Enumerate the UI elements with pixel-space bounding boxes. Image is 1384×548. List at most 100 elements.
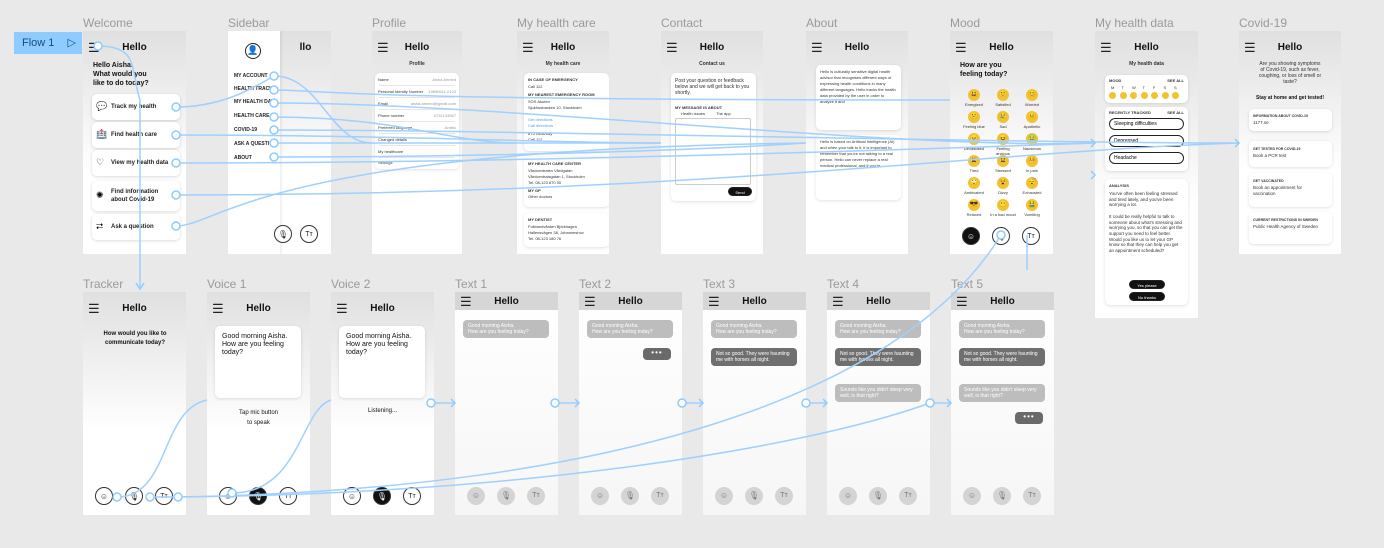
mood-emoji[interactable]: 😐 [1026, 111, 1038, 123]
mood-emoji[interactable]: 😠 [968, 133, 980, 145]
mood-label: Apathetic [1023, 124, 1041, 129]
hamburger-menu-icon[interactable]: ☰ [522, 40, 534, 55]
text-size-icon[interactable]: Tт [1023, 487, 1041, 505]
mic-icon[interactable]: 🎙 [992, 227, 1010, 245]
day-mood-emoji[interactable] [1130, 92, 1137, 99]
sidebar-item-covid[interactable]: COVID-19 [234, 127, 258, 133]
mic-icon[interactable]: 🎙 [993, 487, 1011, 505]
mic-icon[interactable]: 🎙 [274, 225, 292, 243]
smile-icon[interactable]: ☺ [95, 487, 113, 505]
mood-emoji[interactable]: 😎 [968, 199, 980, 211]
profile-row-label[interactable]: My healthcare [378, 149, 404, 154]
text-size-icon[interactable]: Tт [279, 487, 297, 505]
user-avatar-icon[interactable]: 👤 [245, 43, 261, 59]
tracked-item[interactable]: Sleeping difficulties [1109, 118, 1184, 130]
flow-start-tag[interactable]: Flow 1 ▷ [14, 32, 82, 54]
mood-emoji[interactable]: 😶 [997, 199, 1009, 211]
mic-icon[interactable]: 🎙 [745, 487, 763, 505]
smile-icon[interactable]: ☺ [963, 487, 981, 505]
text-size-icon[interactable]: Tт [775, 487, 793, 505]
find-health-care-button[interactable]: 🏥Find health care [92, 122, 180, 148]
sidebar-item-ask[interactable]: ASK A QUESTIO [234, 141, 274, 147]
profile-row-value: 0732134567 [433, 113, 456, 118]
day-mood-emoji[interactable] [1109, 92, 1116, 99]
option-health-issues[interactable]: Health issues [681, 111, 706, 116]
sidebar-item-my-account[interactable]: MY ACCOUNT [234, 73, 268, 79]
day-mood-emoji[interactable] [1172, 92, 1179, 99]
sidebar-item-health-data[interactable]: MY HEALTH DAT [234, 99, 274, 105]
mood-emoji[interactable]: 😢 [997, 111, 1009, 123]
mood-emoji[interactable]: 😵 [997, 177, 1009, 189]
text-size-icon[interactable]: Tт [300, 225, 318, 243]
mic-icon[interactable]: 🎙 [373, 487, 391, 505]
sidebar-item-about[interactable]: ABOUT [234, 155, 252, 161]
covid-info-button[interactable]: ✺Find information about Covid-19 [92, 181, 180, 211]
smile-icon[interactable]: ☺ [343, 487, 361, 505]
mood-emoji[interactable]: 😃 [968, 89, 980, 101]
mood-emoji[interactable]: 🙄 [968, 177, 980, 189]
smile-icon[interactable]: ☺ [839, 487, 857, 505]
covid-restrictions-card[interactable]: CURRENT RESTRICTIONS IN SWEDEN Public He… [1249, 212, 1332, 244]
view-health-data-button[interactable]: ♡View my health data [92, 150, 180, 176]
mood-emoji[interactable]: 😕 [968, 111, 980, 123]
frame-label-tracker: Tracker [83, 277, 124, 291]
hamburger-menu-icon[interactable]: ☰ [666, 40, 678, 55]
mic-icon[interactable]: 🎙 [249, 487, 267, 505]
profile-row-label: Email [378, 101, 389, 106]
yes-please-button[interactable]: Yes please [1129, 280, 1165, 289]
text-size-icon[interactable]: Tт [1022, 227, 1040, 245]
mood-emoji[interactable]: 😊 [1026, 89, 1038, 101]
mood-emoji[interactable]: 🤒 [1026, 155, 1038, 167]
see-all-link[interactable]: SEE ALL [1167, 78, 1184, 83]
hamburger-menu-icon[interactable]: ☰ [955, 40, 967, 55]
tracked-item[interactable]: Depressed [1109, 135, 1184, 147]
message-textarea[interactable] [675, 118, 751, 185]
send-button[interactable]: Send [728, 187, 752, 196]
chat-question-icon: ⮂ [96, 221, 104, 231]
hamburger-menu-icon[interactable]: ☰ [1100, 40, 1112, 55]
mood-emoji[interactable]: 😩 [968, 155, 980, 167]
mood-emoji[interactable]: 😫 [997, 155, 1009, 167]
text-size-icon[interactable]: Tт [155, 487, 173, 505]
covid-info-card[interactable]: INFORMATION ABOUT COVID-19 1177.se [1249, 109, 1332, 131]
see-all-link[interactable]: SEE ALL [1167, 110, 1184, 115]
mood-emoji[interactable]: 🤮 [1026, 199, 1038, 211]
day-mood-emoji[interactable] [1119, 92, 1127, 99]
mood-emoji[interactable]: 🤢 [1026, 133, 1038, 145]
sidebar-item-health-track[interactable]: HEALTH TRACK [234, 86, 273, 92]
sidebar-item-health-care[interactable]: HEALTH CARE [234, 113, 270, 119]
smile-icon[interactable]: ☺ [962, 227, 980, 245]
no-thanks-button[interactable]: No thanks [1129, 292, 1165, 301]
hamburger-menu-icon[interactable]: ☰ [88, 301, 100, 316]
day-mood-emoji[interactable] [1140, 92, 1148, 99]
mood-emoji[interactable]: 😴 [1026, 177, 1038, 189]
smile-icon[interactable]: ☺ [591, 487, 609, 505]
covid-vaccine-card[interactable]: GET VACCINATED Book an appointment for v… [1249, 173, 1332, 207]
text-size-icon[interactable]: Tт [527, 487, 545, 505]
recent-label: RECENTLY TRACKED [1109, 110, 1151, 115]
smile-icon[interactable]: ☺ [715, 487, 733, 505]
covid-test-card[interactable]: GET TESTED FOR COVID-19 Book a PCR test [1249, 141, 1332, 167]
text-size-icon[interactable]: Tт [651, 487, 669, 505]
smile-icon[interactable]: ☺ [467, 487, 485, 505]
profile-row-label[interactable]: Changed details [378, 137, 407, 142]
mic-icon[interactable]: 🎙 [621, 487, 639, 505]
smile-icon[interactable]: ☺ [219, 487, 237, 505]
ask-question-button[interactable]: ⮂Ask a question [92, 214, 180, 240]
mic-icon[interactable]: 🎙 [125, 487, 143, 505]
hamburger-menu-icon[interactable]: ☰ [811, 40, 823, 55]
hamburger-menu-icon[interactable]: ☰ [377, 40, 389, 55]
day-mood-emoji[interactable] [1161, 92, 1169, 99]
mic-icon[interactable]: 🎙 [497, 487, 515, 505]
tracked-item[interactable]: Headache [1109, 152, 1184, 164]
option-the-app[interactable]: The app [716, 111, 731, 116]
mood-emoji[interactable]: 😖 [997, 133, 1009, 145]
text-size-icon[interactable]: Tт [403, 487, 421, 505]
text-size-icon[interactable]: Tт [899, 487, 917, 505]
profile-row-label[interactable]: Settings [378, 160, 393, 165]
mood-emoji[interactable]: 🙂 [997, 89, 1009, 101]
mic-icon[interactable]: 🎙 [869, 487, 887, 505]
day-mood-emoji[interactable] [1151, 92, 1158, 99]
track-health-button[interactable]: 💬Track my health [92, 94, 180, 120]
hamburger-menu-icon[interactable]: ☰ [1244, 40, 1256, 55]
